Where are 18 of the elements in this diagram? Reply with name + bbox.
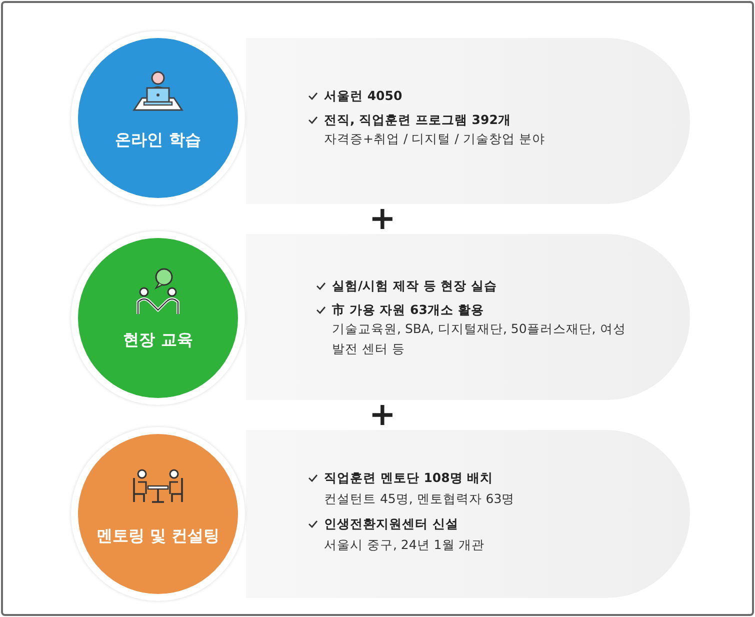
plus-sign: + <box>369 398 396 430</box>
bullet-text: 서울런 4050 <box>324 87 402 105</box>
detail-text: 컨설턴트 45명, 멘토협력자 63명 <box>324 490 516 508</box>
detail-text: 서울시 중구, 24년 1월 개관 <box>324 536 486 554</box>
bullet-text: 市 가용 자원 63개소 활용 <box>332 301 484 319</box>
category-title: 멘토링 및 컨설팅 <box>95 526 221 547</box>
bullet-text: 인생전환지원센터 신설 <box>324 515 458 533</box>
bullet-text: 직업훈련 멘토단 108명 배치 <box>324 469 494 487</box>
category-title: 온라인 학습 <box>114 130 202 151</box>
plus-sign: + <box>369 202 396 234</box>
content-band <box>246 234 690 400</box>
bullet-text: 전직, 직업훈련 프로그램 392개 <box>324 111 511 129</box>
detail-text: 기술교육원, SBA, 디지털재단, 50플러스재단, 여성발전 센터 등 <box>332 320 627 358</box>
content-band <box>246 38 690 204</box>
content-band <box>246 430 690 598</box>
bullet-text: 실험/시험 제작 등 현장 실습 <box>332 277 497 295</box>
detail-text: 자격증+취업 / 디지털 / 기술창업 분야 <box>324 130 546 148</box>
category-title: 현장 교육 <box>122 330 194 351</box>
